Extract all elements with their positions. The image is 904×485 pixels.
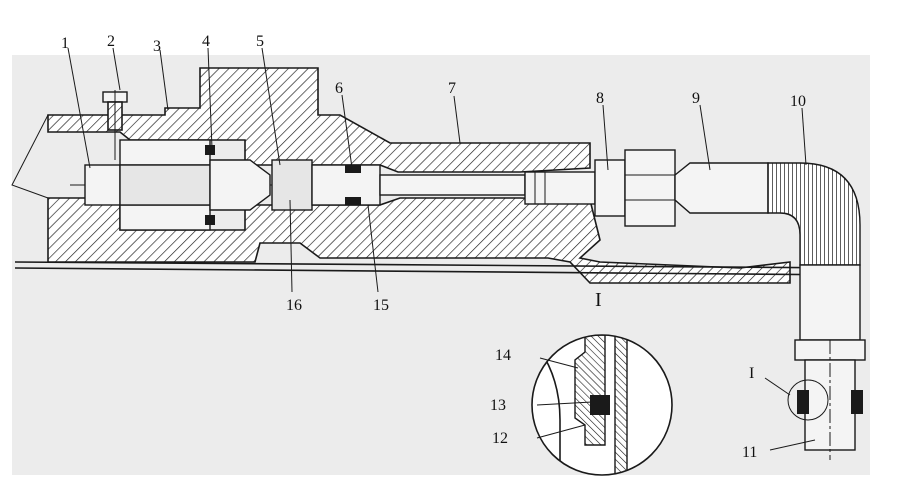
- callout-6: 6: [335, 80, 343, 97]
- callout-2: 2: [107, 33, 115, 50]
- callout-16: 16: [286, 297, 302, 314]
- callout-8: 8: [596, 90, 604, 107]
- callout-7: 7: [448, 80, 456, 97]
- leader-lines: [67, 47, 816, 451]
- callout-3: 3: [153, 38, 161, 55]
- spring-seat-5: [271, 159, 313, 211]
- callout-14: 14: [495, 347, 511, 364]
- hose-10: [767, 162, 861, 341]
- detail-view-label: I: [595, 289, 602, 311]
- callout-9: 9: [692, 90, 700, 107]
- callout-4: 4: [202, 33, 210, 50]
- callout-13: 13: [490, 397, 506, 414]
- spring-15: [311, 164, 381, 206]
- valve-seat: [209, 159, 271, 211]
- bushing-3: [119, 139, 211, 231]
- screw-2: [102, 90, 128, 160]
- callout-labels: 1 2 3 4 5 6 7 8 9 10 11 12 13 14 15 16 I…: [61, 33, 806, 461]
- callout-5: 5: [256, 33, 264, 50]
- callout-11: 11: [742, 444, 757, 461]
- callout-15: 15: [373, 297, 389, 314]
- vertical-fitting-11: [787, 339, 866, 460]
- plug-1: [84, 164, 121, 206]
- detail-view-i: [531, 334, 673, 476]
- outlet-bore: [379, 174, 526, 196]
- callout-12: 12: [492, 430, 508, 447]
- detail-marker-label: I: [749, 365, 754, 382]
- hose-fitting-9: [674, 162, 769, 214]
- callout-10: 10: [790, 93, 806, 110]
- seal-ring-4: [205, 145, 215, 225]
- callout-1: 1: [61, 35, 69, 52]
